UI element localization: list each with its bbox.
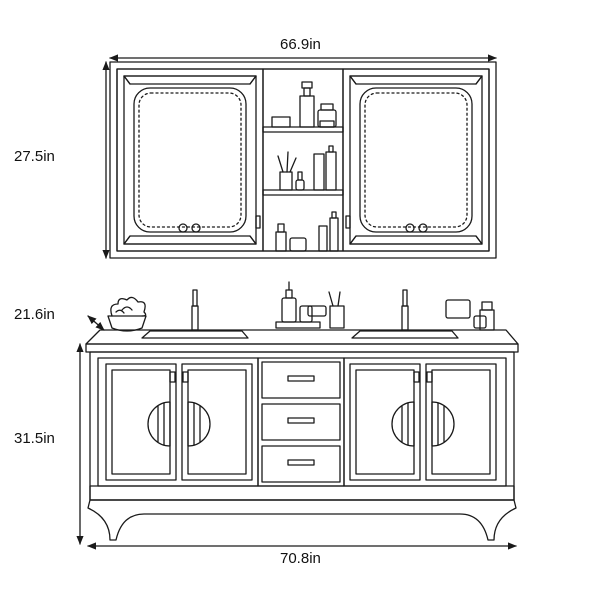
mirror-cabinet-width-label: 66.9in <box>280 36 321 53</box>
countertop-accessories <box>108 282 494 331</box>
right-sink <box>352 290 458 338</box>
center-open-shelves <box>263 69 343 251</box>
vanity-height-label: 31.5in <box>14 430 55 447</box>
center-drawers <box>258 358 344 486</box>
dimension-lines <box>76 54 517 550</box>
vanity-depth-label: 21.6in <box>14 306 55 323</box>
vanity-width-label: 70.8in <box>280 550 321 567</box>
right-cabinet-doors <box>344 358 506 486</box>
depth-arrow <box>87 316 105 330</box>
left-mirror-door <box>117 69 263 251</box>
vanity-cabinet <box>86 282 518 540</box>
left-sink <box>142 290 248 338</box>
mirror-cabinet <box>110 62 496 258</box>
right-mirror-door <box>343 69 489 251</box>
mirror-cabinet-height-label: 27.5in <box>14 148 55 165</box>
left-cabinet-doors <box>98 358 258 486</box>
